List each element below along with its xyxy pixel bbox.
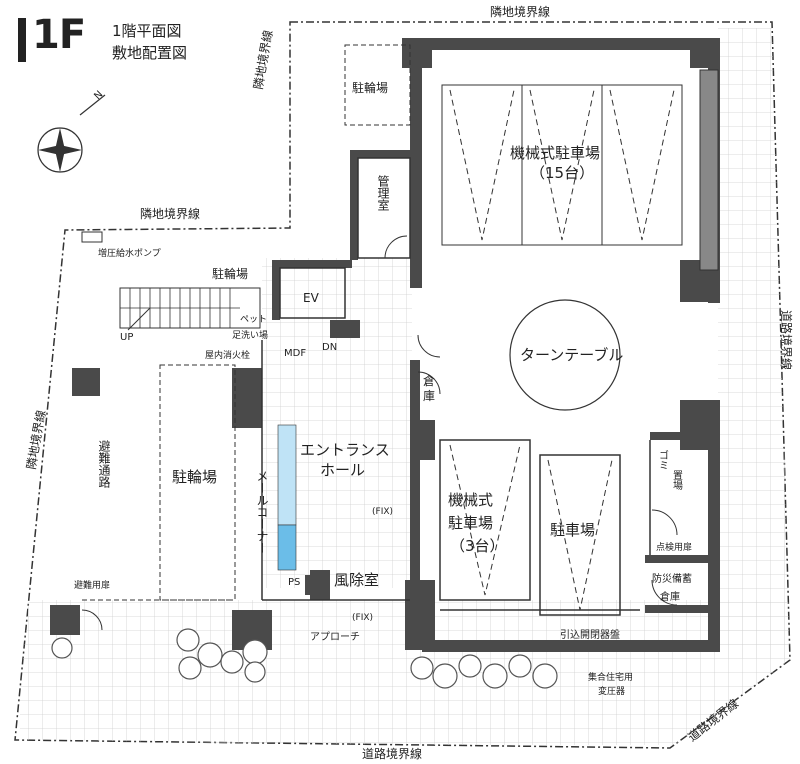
transformer-label-1: 集合住宅用 [588,671,633,683]
boundary-road-right: 道路境界線 [779,310,794,370]
mech-parking-3-label-2: 駐車場 [448,514,493,532]
mech-parking-3-label-1: 機械式 [448,491,493,509]
windbreak-label: 風除室 [334,571,379,589]
garbage-label-1: ゴミ [657,449,668,470]
bike-main-label: 駐輪場 [172,468,217,486]
disaster-storage-label-2: 倉庫 [660,590,680,603]
floor-title: 1F [32,12,86,58]
tile-right-strip [718,28,788,658]
title-line-1: 1階平面図 [112,22,182,40]
mech-parking-15-stalls [441,84,683,246]
building-walls [50,38,720,652]
mech-parking-15-label: 機械式駐車場 [510,144,600,162]
garbage-label-2: 置場 [671,470,683,491]
turntable [509,299,621,411]
fix-label-2: (FIX) [352,613,373,623]
evac-route-label: 避難通路 [97,440,111,489]
storage-label-1: 倉 [423,373,435,388]
mech-parking-15-count: （15台） [530,164,594,182]
bike-top-label: 駐輪場 [352,80,388,95]
fix-label-1: (FIX) [372,507,393,517]
boundary-neighbor-left-upper: 隣地境界線 [250,29,275,91]
pump-label: 増圧給水ポンプ [98,247,161,259]
title-bar [18,18,26,62]
inspect-door-label: 点検用扉 [656,541,692,553]
up-label: UP [120,332,133,343]
compass-n: N [92,89,105,102]
bike-small-label: 駐輪場 [212,266,248,281]
boundary-neighbor-mid: 隣地境界線 [140,206,200,221]
ps-label: PS [288,577,300,588]
entrance-hall-label-1: エントランス [300,441,390,459]
dn-label: DN [322,342,337,353]
mail-corner-label: メールコーナー [255,470,269,554]
boundary-neighbor-top: 隣地境界線 [490,4,550,19]
compass-icon: N [37,89,105,173]
disaster-storage-label-1: 防災備蓄 [652,572,692,585]
storage-label-2: 庫 [423,389,435,403]
title-text: 1階平面図 敷地配置図 [112,20,187,64]
management-label: 管理室 [376,174,390,211]
ev-label: EV [303,291,320,305]
hydrant-label: 屋内消火栓 [205,349,250,361]
doors [81,235,678,631]
interior-lines [261,157,651,616]
planter-right [699,69,719,271]
boundary-road-bottom: 道路境界線 [362,746,422,761]
entrance-hall-label-2: ホール [320,461,365,479]
mail-boxes [277,424,297,571]
evac-door-label: 避難用扉 [74,579,110,591]
stairs [119,287,261,331]
approach-label: アプローチ [310,631,360,643]
dashed-areas [82,44,411,601]
parking-label: 駐車場 [550,521,595,539]
pet-label-1: ペット [240,315,267,325]
shrubs [51,628,558,689]
pet-label-2: 足洗い場 [232,329,268,341]
mech-parking-3-label-3: （3台） [450,537,505,555]
title-line-2: 敷地配置図 [112,44,188,62]
lower-parking-stalls [449,444,613,611]
transformer-label-2: 変圧器 [598,685,625,697]
mdf-label: MDF [284,348,306,359]
turntable-label: ターンテーブル [520,346,623,364]
switch-panel-label: 引込開閉器盤 [560,628,620,641]
